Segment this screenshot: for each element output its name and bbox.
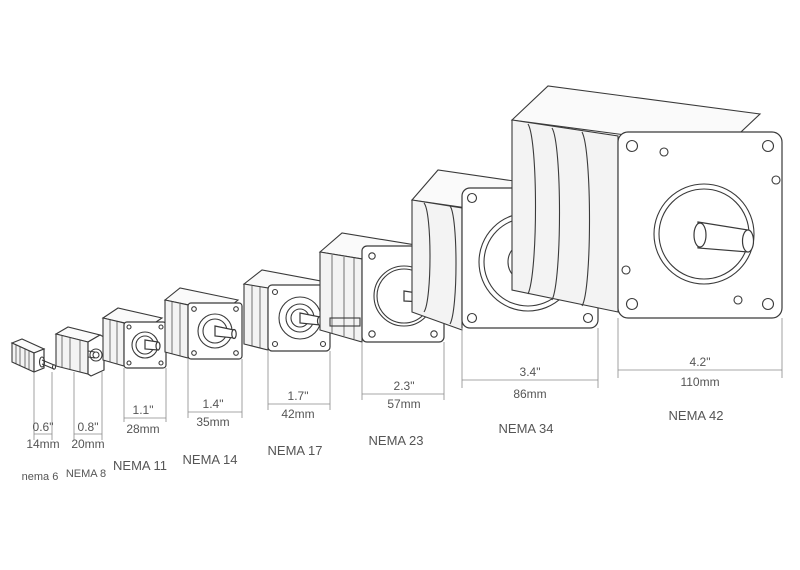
inch-label-nema-23: 2.3" — [394, 379, 415, 393]
mm-label-nema-17: 42mm — [281, 407, 314, 421]
motor-nema-42 — [510, 85, 783, 319]
inch-label-nema-8: 0.8" — [78, 420, 99, 434]
name-label-nema-6: nema 6 — [22, 471, 59, 483]
dimension-lines — [33, 318, 783, 440]
motor-nema-11 — [101, 307, 167, 369]
inch-label-nema-11: 1.1" — [133, 403, 154, 417]
motor-nema-8 — [54, 326, 105, 377]
motor-nema-17 — [242, 269, 331, 352]
inch-label-nema-34: 3.4" — [520, 365, 541, 379]
name-label-nema-11: NEMA 11 — [113, 458, 167, 473]
name-label-nema-14: NEMA 14 — [183, 452, 238, 467]
motor-nema-6 — [10, 338, 57, 373]
inch-label-nema-42: 4.2" — [690, 355, 711, 369]
name-label-nema-8: NEMA 8 — [66, 468, 106, 480]
inch-label-nema-17: 1.7" — [288, 389, 309, 403]
mm-label-nema-11: 28mm — [126, 422, 159, 436]
name-label-nema-34: NEMA 34 — [499, 421, 554, 436]
name-label-nema-23: NEMA 23 — [369, 433, 424, 448]
mm-label-nema-14: 35mm — [196, 415, 229, 429]
name-label-nema-42: NEMA 42 — [669, 408, 724, 423]
mm-label-nema-42: 110mm — [680, 375, 719, 389]
mm-label-nema-8: 20mm — [71, 437, 104, 451]
mm-label-nema-23: 57mm — [387, 397, 420, 411]
labels: 0.6" 14mm nema 6 0.8" 20mm NEMA 8 1.1" 2… — [22, 355, 724, 483]
motor-nema-14 — [163, 287, 243, 360]
mm-label-nema-6: 14mm — [26, 437, 59, 451]
name-label-nema-17: NEMA 17 — [268, 443, 323, 458]
inch-label-nema-14: 1.4" — [203, 397, 224, 411]
mm-label-nema-34: 86mm — [513, 387, 546, 401]
inch-label-nema-6: 0.6" — [33, 420, 54, 434]
